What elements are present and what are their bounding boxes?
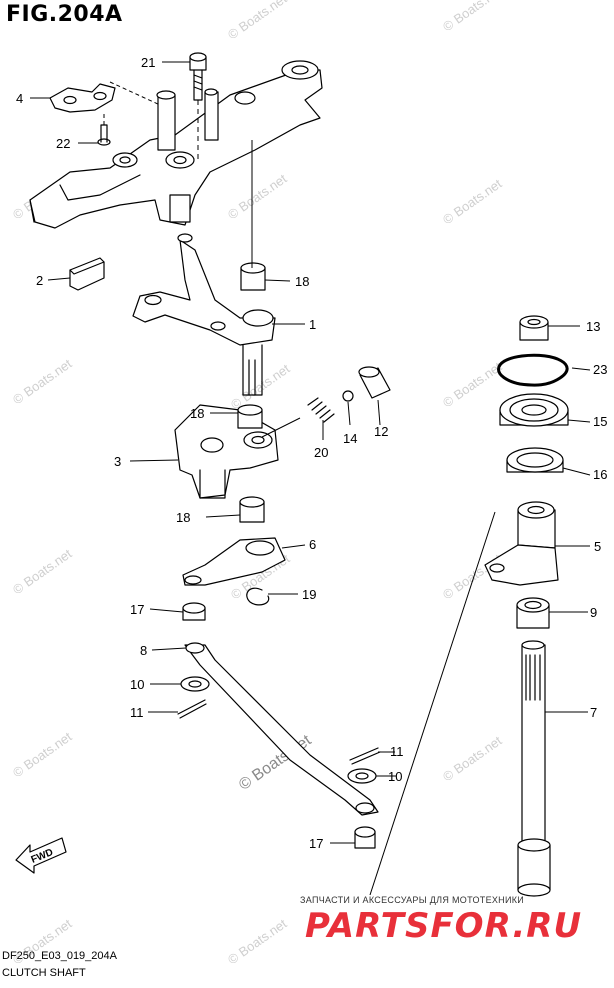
callout-13: 13 <box>586 319 601 334</box>
snap-ring-part <box>497 353 569 387</box>
callout-6: 6 <box>309 537 317 552</box>
callout-17: 17 <box>130 602 145 617</box>
callout-3: 3 <box>114 454 122 469</box>
brand-subline: ЗАПЧАСТИ И АКСЕССУАРЫ ДЛЯ МОТОТЕХНИКИ <box>300 895 525 905</box>
callout-22: 22 <box>56 136 71 151</box>
ball-part <box>342 390 354 402</box>
callout-18: 18 <box>190 406 205 421</box>
callout-5: 5 <box>594 539 602 554</box>
figure-caption: CLUTCH SHAFT <box>2 967 86 979</box>
callout-1: 1 <box>309 317 317 332</box>
fwd-arrow-icon <box>15 837 67 874</box>
figure-code: DF250_E03_019_204A <box>2 950 117 962</box>
e-clip-part <box>246 587 270 606</box>
callout-18: 18 <box>295 274 310 289</box>
bearing-part <box>499 393 569 427</box>
bushing-part <box>237 404 263 429</box>
callout-10: 10 <box>388 769 403 784</box>
callout-21: 21 <box>141 55 156 70</box>
figure-title: FIG.204A <box>6 2 123 27</box>
callout-20: 20 <box>314 445 329 460</box>
callout-4: 4 <box>16 91 24 106</box>
clutch-shaft-bracket-part <box>484 501 559 586</box>
shift-lever-part <box>132 233 276 396</box>
bolt-part <box>189 52 207 101</box>
callout-14: 14 <box>343 431 358 446</box>
callout-15: 15 <box>593 414 608 429</box>
callout-2: 2 <box>36 273 44 288</box>
bushing-part <box>182 602 206 621</box>
callout-12: 12 <box>374 424 389 439</box>
sleeve-part <box>358 366 391 399</box>
plug-part <box>519 315 549 341</box>
callout-16: 16 <box>593 467 608 482</box>
callout-11: 11 <box>130 705 144 720</box>
callout-8: 8 <box>140 643 148 658</box>
callout-18: 18 <box>176 510 191 525</box>
screw-part <box>97 124 111 146</box>
callout-17: 17 <box>309 836 324 851</box>
washer-part <box>180 676 210 692</box>
cotter-pin-part <box>177 699 207 719</box>
callout-23: 23 <box>593 362 608 377</box>
clip-part <box>69 257 105 291</box>
shift-bracket-part <box>29 60 323 229</box>
cotter-pin-part <box>349 747 381 765</box>
bushing-part <box>354 826 376 849</box>
bushing-part <box>240 262 266 291</box>
callout-9: 9 <box>590 605 598 620</box>
link-rod-part <box>184 642 379 816</box>
seal-part <box>506 447 564 473</box>
callout-19: 19 <box>302 587 317 602</box>
bushing-part <box>239 496 265 523</box>
washer-part <box>347 768 377 784</box>
spring-part <box>307 397 335 423</box>
callout-11: 11 <box>390 744 404 759</box>
callout-7: 7 <box>590 705 598 720</box>
bushing-part <box>516 597 550 629</box>
clutch-shaft-part <box>517 640 551 897</box>
lever-part <box>182 537 286 586</box>
callout-10: 10 <box>130 677 145 692</box>
brand-logo: PARTSFOR.RU <box>305 906 583 946</box>
plate-part <box>49 83 116 113</box>
